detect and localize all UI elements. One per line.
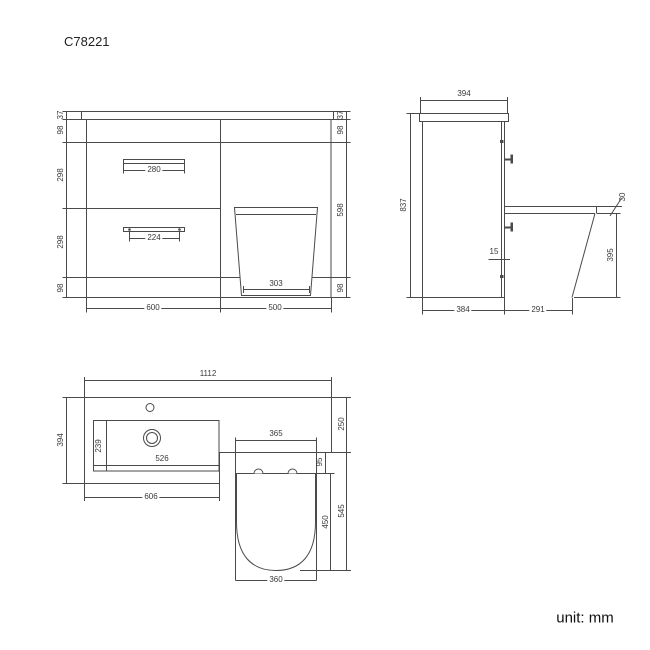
dim-plan-seat-width: 360 — [267, 575, 285, 584]
dim-front-body-height: 598 — [336, 203, 345, 217]
front-dimension-lines — [63, 112, 351, 313]
dim-plan-seat-setback: 95 — [315, 457, 324, 467]
side-view-outline — [420, 114, 509, 298]
side-view — [407, 97, 623, 315]
dim-side-cabinet-depth: 384 — [454, 305, 472, 314]
dim-plan-vanity-width: 606 — [142, 492, 160, 501]
dim-side-seat-thickness: 30 — [618, 192, 627, 202]
dim-side-total-height: 837 — [399, 198, 408, 212]
plan-toilet — [236, 438, 317, 581]
front-toilet-pan — [235, 208, 318, 296]
dim-plan-seat-length: 450 — [321, 515, 330, 529]
plan-basin — [94, 404, 220, 472]
dim-handle-bottom-width: 224 — [145, 233, 163, 242]
dim-front-drawer2-height: 298 — [56, 235, 65, 249]
dim-front-right-band: 98 — [336, 125, 345, 135]
dim-side-door-thickness: 15 — [489, 247, 499, 256]
front-view — [63, 112, 351, 313]
dim-plan-wc-total-depth: 545 — [337, 504, 346, 518]
front-drawer-handles — [124, 160, 185, 232]
dim-side-pan-height: 395 — [606, 248, 615, 262]
dim-front-plinth-height: 98 — [56, 283, 65, 293]
side-dimension-lines — [407, 97, 623, 315]
dim-plan-wc-unit-width: 365 — [269, 429, 283, 438]
dim-wc-section-width: 500 — [266, 303, 284, 312]
plan-dimension-lines — [63, 377, 352, 581]
dim-plan-total-width: 1112 — [199, 369, 217, 378]
dim-plan-right-depth: 250 — [337, 417, 346, 431]
dim-vanity-width: 600 — [144, 303, 162, 312]
dim-front-worktop-thickness: 37 — [56, 110, 65, 120]
side-handles — [504, 154, 513, 232]
dim-plan-left-depth: 394 — [56, 433, 65, 447]
dim-side-projection: 291 — [529, 305, 547, 314]
drawing-title: C78221 — [64, 34, 110, 49]
dim-front-top-band: 98 — [56, 125, 65, 135]
side-toilet-profile — [505, 207, 598, 298]
dim-handle-top-width: 280 — [145, 165, 163, 174]
plan-view — [63, 377, 352, 581]
dim-front-right-worktop: 37 — [336, 110, 345, 120]
unit-label: unit: mm — [556, 609, 614, 627]
dim-side-top-depth: 394 — [457, 89, 471, 98]
dim-toilet-base-width: 303 — [269, 279, 283, 288]
dim-basin-inner-width: 526 — [155, 454, 169, 463]
dim-front-right-plinth: 98 — [336, 283, 345, 293]
dim-basin-inner-depth: 239 — [94, 439, 103, 453]
dim-front-drawer1-height: 298 — [56, 168, 65, 182]
